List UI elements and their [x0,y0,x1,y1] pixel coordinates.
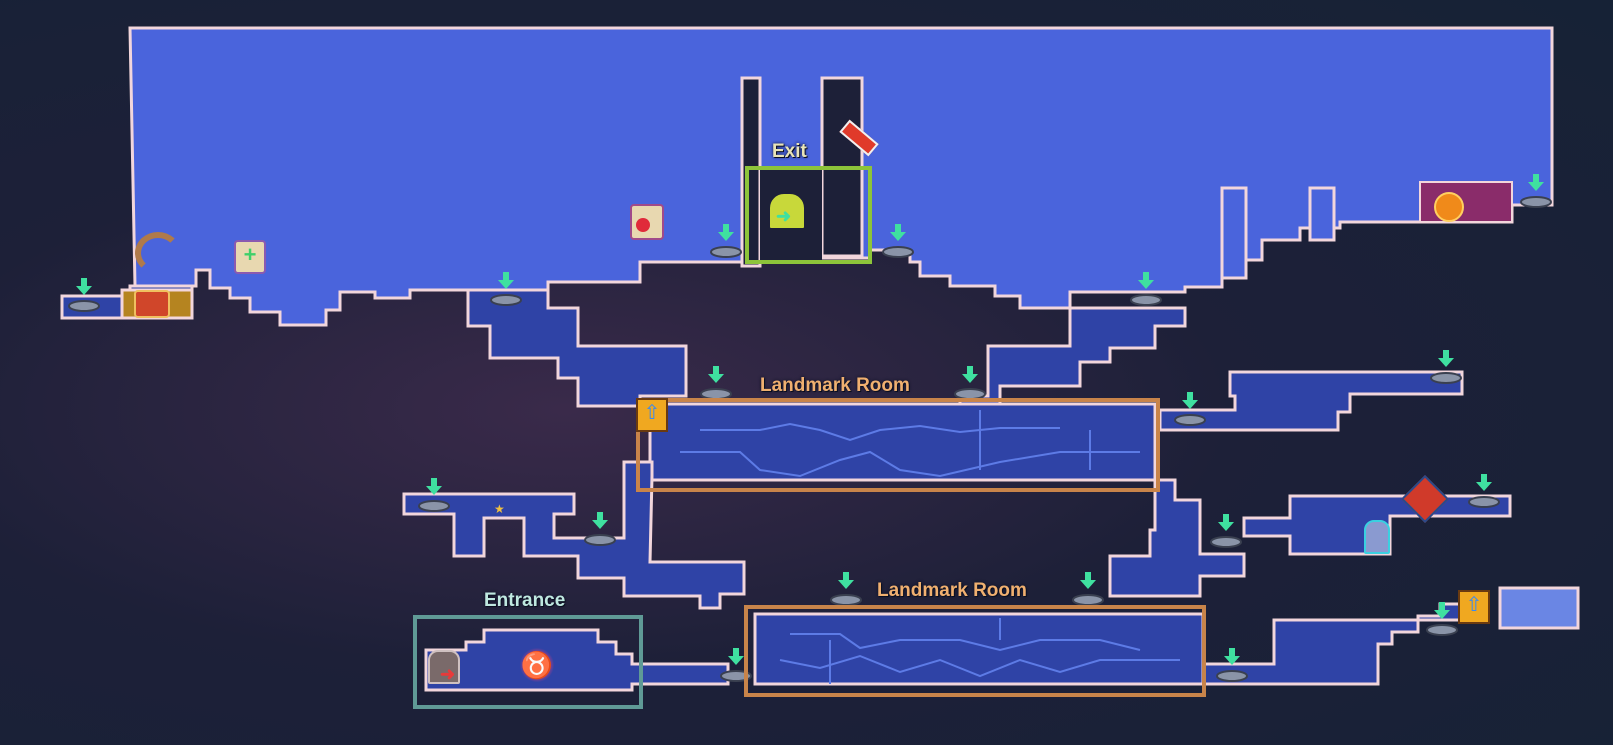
right-mid-corridor [1158,370,1464,432]
landmark-room-top-walls [680,410,1140,478]
boss-sigil-icon[interactable]: ♉ [520,648,554,682]
landmark-top-highlight [636,398,1160,492]
teleporter-icon[interactable] [1174,392,1206,426]
teleporter-icon[interactable] [720,648,752,682]
teleporter-icon[interactable] [1430,350,1462,384]
blueprint-icon[interactable]: ⇧ [1458,590,1490,624]
teleporter-icon[interactable] [1130,272,1162,306]
teleporter-icon[interactable] [68,278,100,312]
exit-highlight [745,166,872,264]
teleporter-icon[interactable] [1072,572,1104,606]
exit-label: Exit [772,141,807,162]
landmark-room-bottom-walls [779,618,1180,684]
teleporter-icon[interactable] [700,366,732,400]
teleporter-icon[interactable] [954,366,986,400]
star-icon[interactable]: ★ [494,502,505,516]
scroll-icon[interactable]: + [234,240,266,274]
landmark-bottom-label: Landmark Room [877,580,1027,601]
entrance-highlight [413,615,643,709]
entrance-label: Entrance [484,590,566,611]
teleporter-icon[interactable] [418,478,450,512]
right-descending-corridor [958,306,1187,408]
teleporter-icon[interactable] [584,512,616,546]
far-right-room [1498,586,1580,630]
teleporter-icon[interactable] [1520,174,1552,208]
teleporter-icon[interactable] [490,272,522,306]
entrance-door-icon[interactable]: ➜ [428,650,460,684]
teleporter-icon[interactable] [1210,514,1242,548]
landmark-bottom-highlight [744,605,1206,697]
potion-icon[interactable] [630,204,664,240]
teleporter-icon[interactable] [1216,648,1248,682]
teleporter-icon[interactable] [830,572,862,606]
horn-icon[interactable] [135,232,181,274]
exit-door-icon[interactable]: ➜ [768,192,806,230]
landmark-room-top-fill [648,402,1157,482]
landmark-top-label: Landmark Room [760,375,910,396]
teleporter-group [68,174,1552,682]
ghost-icon[interactable] [1364,520,1390,554]
teleporter-icon[interactable] [1468,474,1500,508]
lower-right-corridor [1201,602,1468,686]
treasure-chest-icon[interactable] [134,290,170,318]
entrance-room [424,628,730,692]
left-descending-corridor [466,288,688,408]
teleporter-icon[interactable] [882,224,914,258]
teleporter-icon[interactable] [710,224,742,258]
gold-coin-icon[interactable] [1434,192,1464,222]
teleporter-icon[interactable] [1426,602,1458,636]
east-branch-corridor [1108,478,1246,598]
upper-ridge-right [1220,186,1336,280]
blueprint-icon[interactable]: ⇧ [636,398,668,432]
